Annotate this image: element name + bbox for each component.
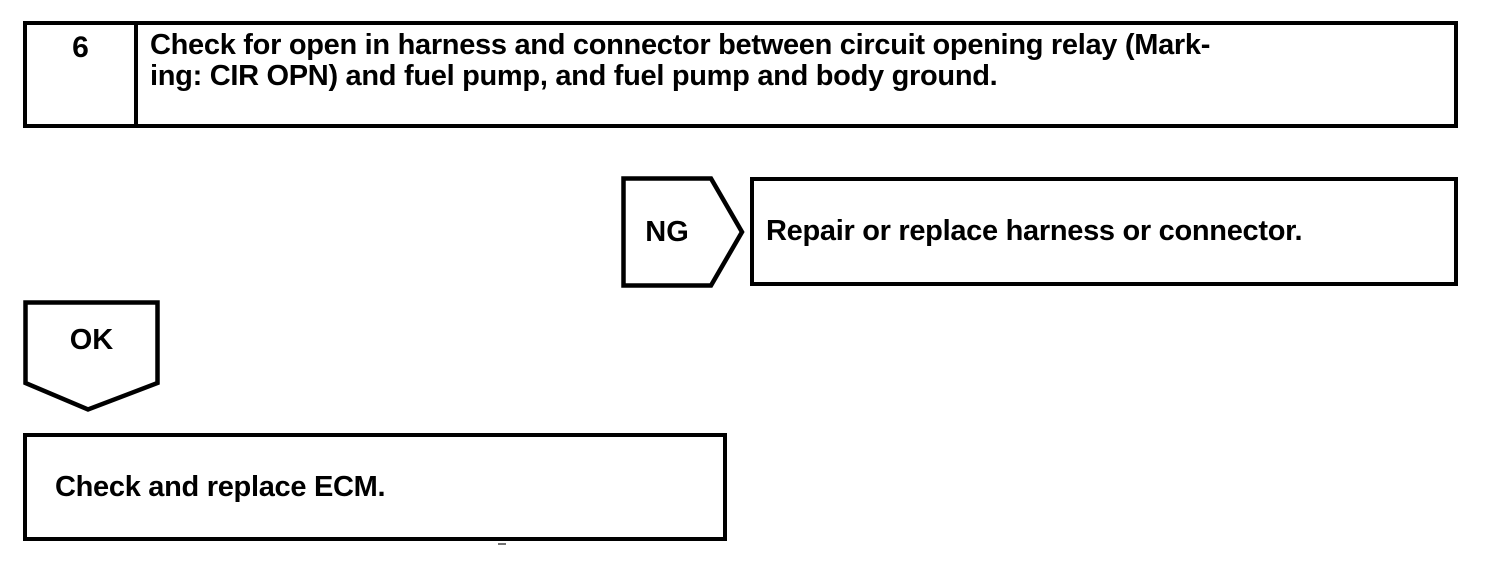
step-instruction: Check for open in harness and connector … [150,29,1211,92]
scan-speck [498,543,506,545]
ng-arrow-right-icon [621,176,745,288]
ng-action-text: Repair or replace harness or connector. [766,215,1303,247]
ng-branch-label: NG [645,215,689,248]
ng-action-box: Repair or replace harness or connector. [750,177,1458,286]
ok-action-box: Check and replace ECM. [23,433,727,541]
ok-arrow-down-icon [23,300,160,412]
ok-branch-label: OK [69,324,114,356]
step-number: 6 [27,25,138,124]
step-box: 6 Check for open in harness and connecto… [23,21,1458,128]
ok-action-text: Check and replace ECM. [55,470,386,503]
